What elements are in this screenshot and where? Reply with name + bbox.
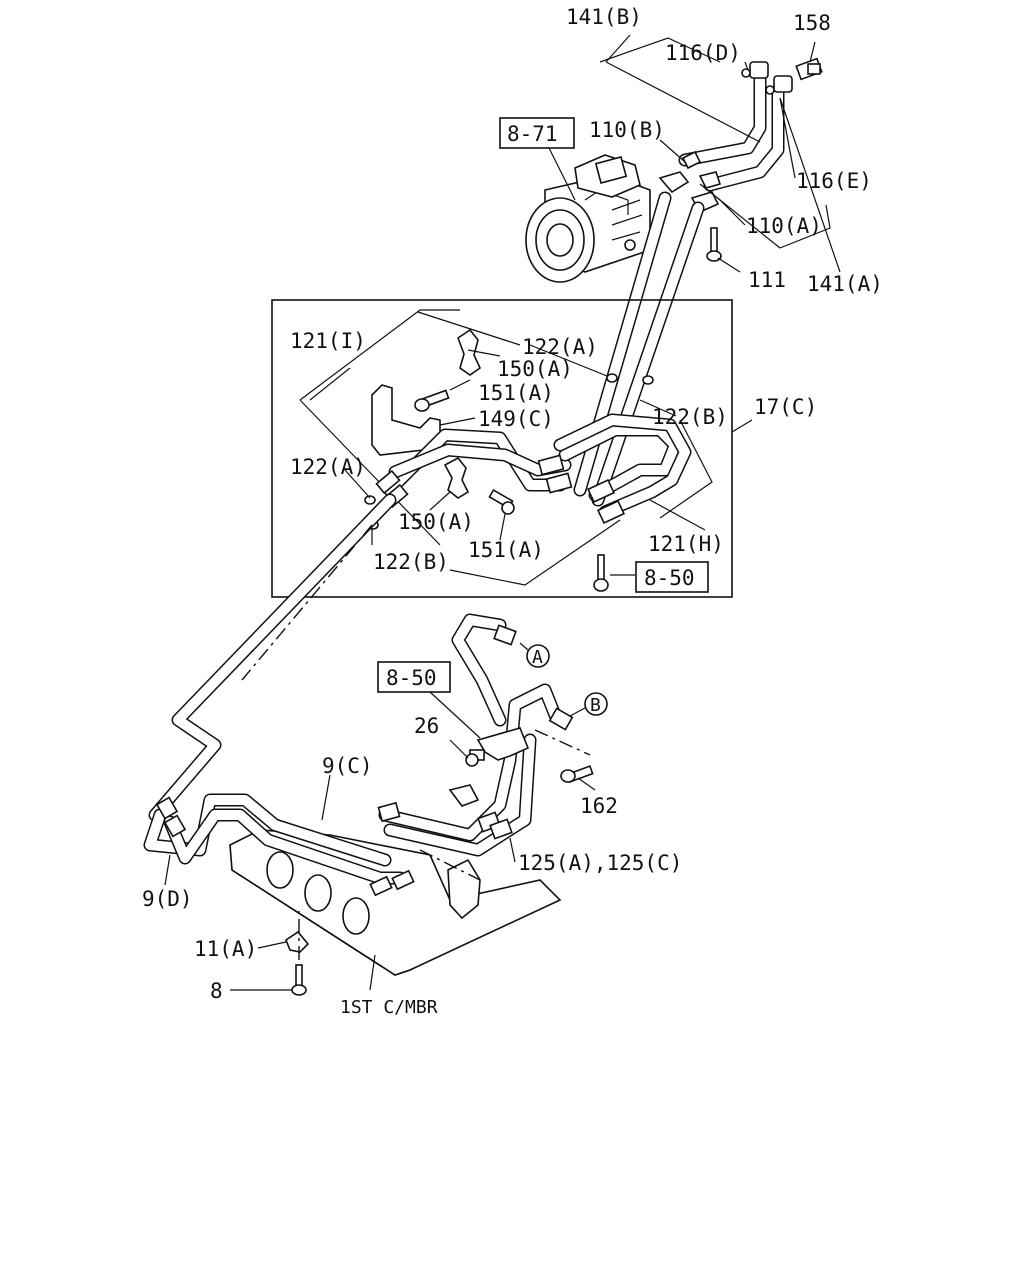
- bolt-icon: [291, 964, 307, 996]
- label-162: 162: [580, 794, 618, 818]
- clamp-icon: [457, 328, 501, 376]
- ref-box-8-71: [499, 117, 575, 149]
- bolt-icon: [560, 765, 594, 783]
- clamp-icon: [741, 61, 793, 95]
- label-1st-cmbr: 1ST C/MBR: [340, 997, 438, 1018]
- label-141a: 141(A): [807, 272, 883, 296]
- clamp-icon: [443, 456, 470, 499]
- label-150a-mid: 150(A): [398, 510, 474, 534]
- label-8-50-upper: 8-50: [644, 566, 695, 590]
- connector-b-marker: [584, 692, 608, 716]
- bolt-icon: [414, 389, 450, 412]
- connector-a-marker: [526, 644, 550, 668]
- label-110b: 110(B): [589, 118, 665, 142]
- bolt-111: [706, 227, 722, 262]
- label-connector-a: A: [532, 647, 543, 668]
- label-125a-125c: 125(A),125(C): [518, 851, 682, 875]
- ref-box-8-50-lower: [377, 661, 451, 693]
- ac-compressor-icon: [525, 154, 651, 283]
- bracket-icon: [371, 384, 476, 456]
- label-110a: 110(A): [746, 214, 822, 238]
- label-17c: 17(C): [754, 395, 817, 419]
- label-8-50-lower: 8-50: [386, 666, 437, 690]
- bolt-icon: [795, 57, 823, 81]
- label-111: 111: [748, 268, 786, 292]
- label-122b-right: 122(B): [652, 405, 728, 429]
- bolt-icon: [593, 554, 609, 592]
- crossmember-icon: [229, 829, 562, 976]
- label-26: 26: [414, 714, 439, 738]
- label-8: 8: [210, 979, 223, 1003]
- ref-box-8-50-upper: [635, 561, 709, 593]
- clamp-icon: [285, 930, 310, 953]
- label-121h: 121(H): [648, 532, 724, 556]
- fitting-125: [377, 624, 574, 840]
- label-158: 158: [793, 11, 831, 35]
- label-116e: 116(E): [796, 169, 872, 193]
- bolt-icon: [465, 749, 485, 767]
- label-11a: 11(A): [194, 937, 257, 961]
- fitting-110b: [658, 150, 702, 194]
- label-122a-left: 122(A): [290, 455, 366, 479]
- label-149c: 149(C): [478, 407, 554, 431]
- label-121i: 121(I): [290, 329, 366, 353]
- label-151a-top: 151(A): [478, 381, 554, 405]
- bracket-icon: [448, 727, 530, 807]
- label-150a-top: 150(A): [497, 357, 573, 381]
- label-9d: 9(D): [142, 887, 193, 911]
- group-17c-box: [271, 299, 733, 598]
- label-141b: 141(B): [566, 5, 642, 29]
- fitting-9: [155, 796, 415, 897]
- label-9c: 9(C): [322, 754, 373, 778]
- bolt-icon: [488, 488, 515, 515]
- label-151a-mid: 151(A): [468, 538, 544, 562]
- label-122a-top: 122(A): [522, 335, 598, 359]
- label-8-71: 8-71: [507, 122, 558, 146]
- label-122b-bottom: 122(B): [373, 550, 449, 574]
- hose-141a: [703, 83, 785, 192]
- label-116d: 116(D): [665, 41, 741, 65]
- hose-141b: [678, 73, 767, 167]
- label-connector-b: B: [590, 695, 601, 716]
